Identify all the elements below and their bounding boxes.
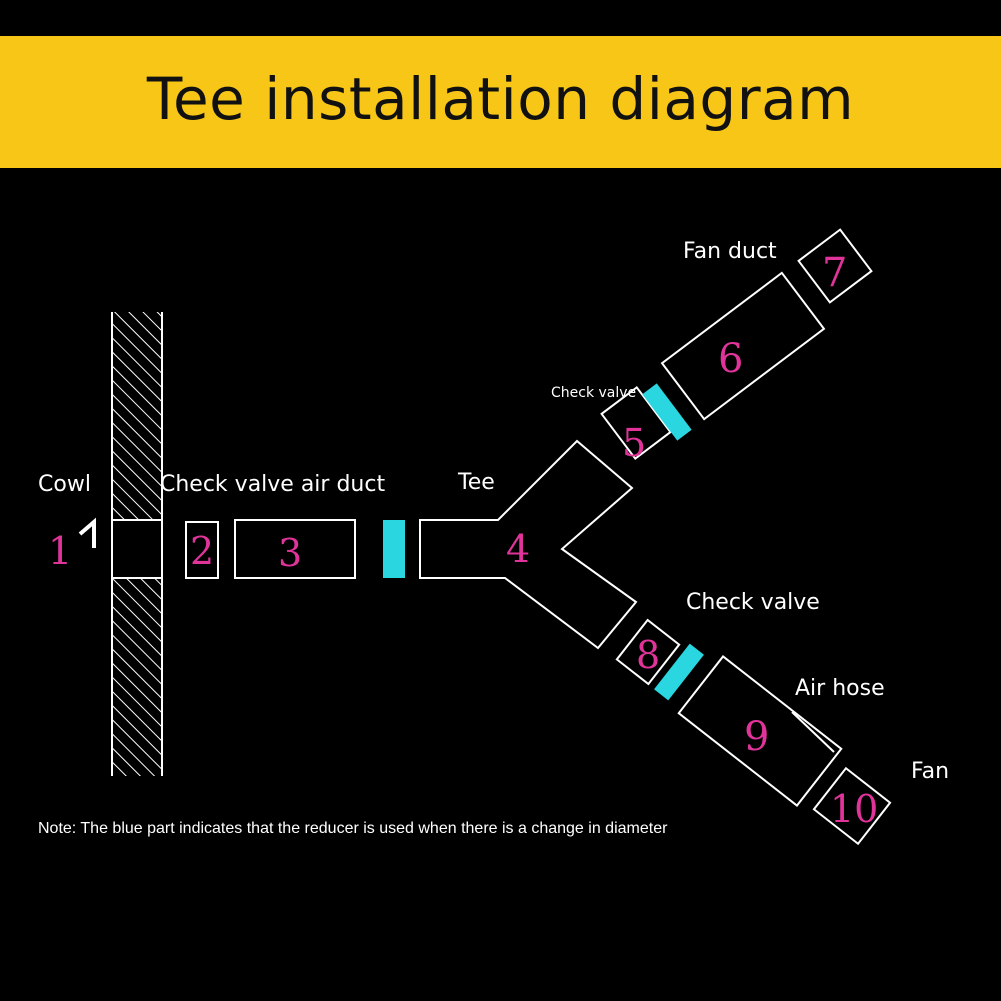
label-check-valve-bottom: Check valve (686, 590, 820, 615)
title-banner: Tee installation diagram (0, 36, 1001, 168)
part-number-1: 1 (48, 529, 72, 573)
label-cowl: Cowl (38, 472, 91, 497)
reducer-lower (654, 643, 704, 701)
part-number-4: 4 (506, 527, 530, 571)
check-valve-air-duct-box (234, 519, 356, 579)
air-hose-box (677, 655, 843, 807)
label-air-hose: Air hose (795, 676, 885, 701)
label-check-valve-air-duct: Check valve air duct (160, 472, 385, 497)
wall-pipe (112, 519, 162, 579)
page-title: Tee installation diagram (146, 65, 855, 133)
label-tee: Tee (457, 470, 495, 495)
tee-body (419, 439, 638, 650)
cowl-icon (78, 517, 96, 548)
part-10-box (812, 766, 892, 846)
part-number-8: 8 (636, 633, 660, 677)
label-check-valve-top: Check valve (551, 385, 636, 401)
part-5-box (600, 385, 672, 461)
part-number-10: 10 (830, 787, 878, 831)
part-8-box (615, 618, 681, 686)
note-text: Note: The blue part indicates that the r… (38, 820, 668, 837)
fan-duct-box (660, 271, 826, 421)
part-number-5: 5 (622, 421, 646, 465)
part-7-box (797, 228, 873, 304)
reducer-main (383, 520, 405, 578)
wall (111, 312, 163, 776)
label-fan: Fan (911, 759, 949, 784)
part-number-9: 9 (744, 714, 769, 760)
check-valve-box (185, 521, 219, 579)
label-fan-duct: Fan duct (683, 239, 777, 264)
part-number-7: 7 (822, 250, 847, 296)
part-number-3: 3 (278, 531, 302, 575)
air-hose-leader (791, 711, 835, 753)
part-number-6: 6 (718, 336, 743, 382)
part-number-2: 2 (190, 529, 214, 573)
reducer-upper (642, 383, 692, 441)
